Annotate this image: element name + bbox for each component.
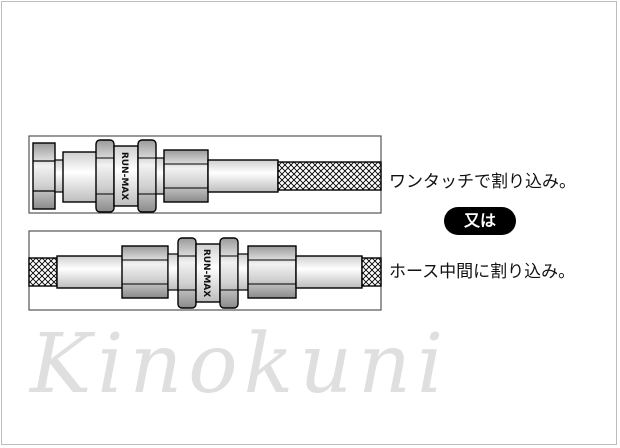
top-coupler-body <box>113 145 139 207</box>
hose-middle-label: ホース中間に割り込み。 <box>389 262 576 282</box>
bottom-coupler-left-nut <box>177 237 197 309</box>
bottom-left-hose-end-nut <box>121 245 169 299</box>
one-touch-label: ワンタッチで割り込み。 <box>389 172 576 192</box>
bottom-coupler-right-nut <box>219 237 239 309</box>
watermark-text: Kinokuni <box>28 317 449 412</box>
top-coupler-right-nut <box>137 139 157 213</box>
bottom-right-braided-hose <box>361 257 382 287</box>
top-braided-hose <box>277 161 382 191</box>
kinokuni-watermark: Kinokuni <box>28 317 449 412</box>
or-badge: 又は <box>444 207 516 235</box>
bottom-right-hose-end-nut <box>247 245 297 299</box>
top-diagram <box>28 135 382 214</box>
bottom-left-braided-hose <box>28 257 58 287</box>
top-coupler-left-nut <box>95 139 115 213</box>
top-brand-marking: RUN-MAX <box>119 152 129 200</box>
top-hose-end-nut <box>163 149 209 203</box>
bottom-diagram <box>28 230 382 311</box>
top-left-nut <box>32 142 56 210</box>
bottom-brand-marking: RUN-MAX <box>201 249 211 297</box>
